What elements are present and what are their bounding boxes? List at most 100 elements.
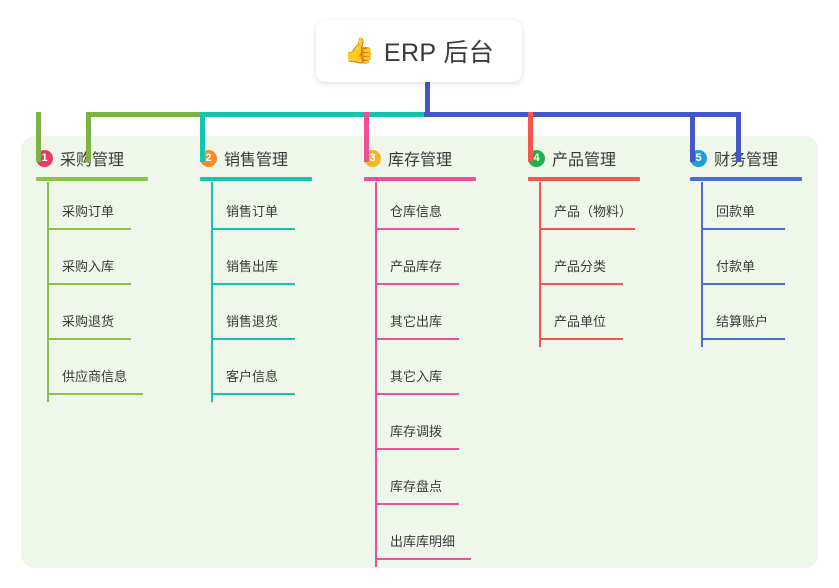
list-item-label: 供应商信息	[62, 369, 128, 384]
list-item-label: 产品分类	[554, 259, 607, 274]
column-rule-1	[36, 177, 148, 181]
list-item-label: 出库库明细	[390, 534, 456, 549]
list-item-rule	[375, 558, 471, 560]
list-item-label: 其它出库	[390, 314, 443, 329]
list-item-rule	[539, 338, 623, 340]
list-item-label: 产品单位	[554, 314, 607, 329]
list-item[interactable]: 产品库存	[358, 236, 476, 291]
list-item[interactable]: 采购入库	[30, 236, 148, 291]
column-title-3: 库存管理	[388, 152, 453, 169]
list-item[interactable]: 销售退货	[194, 291, 312, 346]
drop-connector-2	[200, 112, 205, 162]
list-item[interactable]: 库存调拨	[358, 401, 476, 456]
bus-segment-green	[86, 112, 203, 117]
list-item-label: 采购退货	[62, 314, 115, 329]
list-item-label: 付款单	[716, 259, 756, 274]
list-item-label: 采购订单	[62, 204, 115, 219]
column-rule-3	[364, 177, 476, 181]
list-item[interactable]: 客户信息	[194, 346, 312, 401]
list-item-rule	[211, 338, 295, 340]
list-item[interactable]: 结算账户	[684, 291, 802, 346]
list-item[interactable]: 供应商信息	[30, 346, 148, 401]
list-item-rule	[701, 338, 785, 340]
list-item-rule	[375, 228, 459, 230]
column-rule-4	[528, 177, 640, 181]
list-item[interactable]: 库存盘点	[358, 456, 476, 511]
list-item-rule	[47, 228, 131, 230]
list-item[interactable]: 回款单	[684, 181, 802, 236]
column-title-5: 财务管理	[714, 152, 779, 169]
column-items-5: 回款单付款单结算账户	[684, 181, 802, 346]
list-item[interactable]: 其它出库	[358, 291, 476, 346]
list-item[interactable]: 付款单	[684, 236, 802, 291]
list-item-rule	[47, 393, 143, 395]
drop-connector-3	[364, 112, 369, 162]
list-item[interactable]: 产品分类	[522, 236, 640, 291]
column-title-1: 采购管理	[60, 152, 125, 169]
drop-connector-4	[528, 112, 533, 162]
list-item[interactable]: 出库库明细	[358, 511, 476, 566]
list-item-label: 回款单	[716, 204, 756, 219]
list-item-rule	[539, 228, 635, 230]
list-item-rule	[701, 283, 785, 285]
thumbs-up-icon: 👍	[343, 36, 375, 65]
root-node-label: ERP 后台	[383, 39, 495, 67]
list-item-rule	[211, 228, 295, 230]
root-stem-connector	[425, 78, 430, 114]
list-item-label: 结算账户	[716, 314, 769, 329]
drop-connector-5	[690, 112, 695, 162]
list-item[interactable]: 产品单位	[522, 291, 640, 346]
list-item-label: 仓库信息	[390, 204, 443, 219]
list-item[interactable]: 采购订单	[30, 181, 148, 236]
column-spine-2	[211, 182, 213, 402]
column-spine-4	[539, 182, 541, 347]
list-item-label: 产品库存	[390, 259, 443, 274]
list-item-rule	[375, 503, 459, 505]
list-item-rule	[375, 338, 459, 340]
list-item-rule	[375, 393, 459, 395]
column-spine-1	[47, 182, 49, 402]
list-item-rule	[375, 448, 459, 450]
list-item-label: 产品（物料）	[554, 204, 633, 219]
root-node[interactable]: 👍 ERP 后台	[316, 20, 522, 82]
column-items-4: 产品（物料） 产品分类产品单位	[522, 181, 640, 346]
list-item[interactable]: 仓库信息	[358, 181, 476, 236]
column-items-1: 采购订单采购入库采购退货供应商信息	[30, 181, 148, 401]
list-item[interactable]: 销售订单	[194, 181, 312, 236]
column-items-2: 销售订单销售出库销售退货客户信息	[194, 181, 312, 401]
list-item-label: 销售出库	[226, 259, 279, 274]
list-item-rule	[47, 338, 131, 340]
column-rule-2	[200, 177, 312, 181]
bus-segment-teal	[201, 112, 426, 117]
list-item-label: 销售订单	[226, 204, 279, 219]
column-items-3: 仓库信息产品库存其它出库其它入库库存调拨库存盘点出库库明细	[358, 181, 476, 566]
drop-connector-1	[36, 112, 41, 162]
list-item-label: 库存盘点	[390, 479, 443, 494]
list-item-rule	[211, 283, 295, 285]
list-item[interactable]: 销售出库	[194, 236, 312, 291]
list-item-rule	[211, 393, 295, 395]
bus-segment-blue	[424, 112, 741, 117]
list-item[interactable]: 其它入库	[358, 346, 476, 401]
list-item-label: 客户信息	[226, 369, 279, 384]
list-item-label: 销售退货	[226, 314, 279, 329]
list-item-rule	[375, 283, 459, 285]
column-spine-3	[375, 182, 377, 567]
list-item[interactable]: 采购退货	[30, 291, 148, 346]
column-title-2: 销售管理	[224, 152, 289, 169]
diagram-background-panel	[21, 136, 818, 568]
list-item-rule	[47, 283, 131, 285]
column-rule-5	[690, 177, 802, 181]
list-item-rule	[701, 228, 785, 230]
list-item-label: 采购入库	[62, 259, 115, 274]
list-item[interactable]: 产品（物料）	[522, 181, 640, 236]
